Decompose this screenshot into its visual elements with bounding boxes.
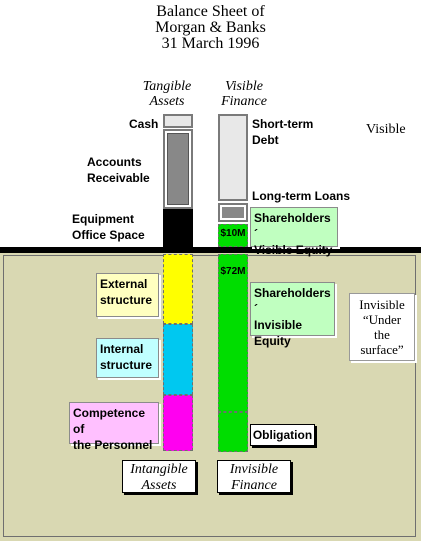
competence-label-line-2: the Personnel	[73, 438, 153, 452]
visible-equity-label: Shareholders´ Visible Equity	[250, 207, 338, 257]
internal-structure-bar	[163, 324, 193, 395]
invisible-equity-bar	[218, 254, 248, 412]
cash-label: Cash	[129, 117, 159, 131]
invisible-label-line-4: surface”	[360, 342, 404, 357]
visible-finance-header-line-1: Visible	[225, 79, 263, 94]
internal-label-line-2: structure	[100, 358, 153, 372]
intangible-assets-footer: Intangible Assets	[122, 460, 196, 493]
internal-structure-label: Internal structure	[96, 338, 159, 378]
external-label-line-1: External	[100, 277, 148, 291]
receivable-inner	[167, 133, 189, 205]
visible-zone-label: Visible	[366, 122, 406, 137]
surface-line	[0, 247, 421, 253]
receivable-label-line-1: Accounts	[87, 155, 142, 169]
visible-equity-box	[218, 224, 248, 247]
receivable-label-line-2: Receivable	[87, 171, 150, 185]
cash-box	[163, 114, 193, 128]
visible-equity-label-line-2: Visible Equity	[254, 243, 333, 257]
intangible-footer-line-2: Assets	[141, 478, 177, 493]
intangible-footer-line-1: Intangible	[130, 462, 188, 477]
long-term-inner	[222, 207, 244, 218]
invisible-equity-label-line-2: Invisible	[254, 318, 303, 332]
tangible-assets-header: Tangible Assets	[130, 79, 204, 109]
invisible-zone-label: Invisible “Under the surface”	[349, 293, 415, 361]
equipment-label-line-2: Office Space	[72, 228, 145, 242]
visible-equity-label-line-1: Shareholders´	[254, 211, 331, 241]
visible-equity-value: $10M	[220, 228, 246, 239]
obligation-label: Obligation	[250, 424, 315, 446]
tangible-header-line-2: Assets	[149, 94, 185, 109]
short-term-label-line-2: Debt	[252, 133, 279, 147]
invisible-equity-label: Shareholders´ Invisible Equity	[250, 282, 335, 348]
internal-label-line-1: Internal	[100, 342, 144, 356]
equipment-label-line-1: Equipment	[72, 212, 134, 226]
invisible-equity-label-line-3: Equity	[254, 334, 291, 348]
invisible-label-line-1: Invisible	[359, 297, 405, 312]
equipment-label: Equipment Office Space	[72, 211, 145, 243]
competence-bar	[163, 395, 193, 451]
equipment-box	[163, 209, 193, 249]
obligation-bar	[218, 412, 248, 452]
invisible-zone-frame	[3, 255, 416, 537]
receivable-label: Accounts Receivable	[87, 154, 150, 186]
short-term-debt-label: Short-term Debt	[252, 116, 313, 148]
invisible-finance-footer: Invisible Finance	[217, 460, 291, 493]
tangible-header-line-1: Tangible	[142, 79, 192, 94]
short-term-label-line-1: Short-term	[252, 117, 314, 131]
long-term-loans-label: Long-term Loans	[252, 189, 350, 203]
invisible-finance-footer-line-1: Invisible	[229, 462, 279, 477]
external-structure-bar	[163, 254, 193, 324]
external-structure-label: External structure	[96, 273, 159, 317]
invisible-equity-value: $72M	[220, 266, 246, 277]
title-line-3: 31 March 1996	[161, 35, 260, 52]
invisible-equity-label-line-1: Shareholders´	[254, 286, 331, 316]
title-line-2: Morgan & Banks	[155, 19, 266, 36]
visible-finance-header: Visible Finance	[208, 79, 280, 109]
competence-label: Competence of the Personnel	[69, 402, 159, 452]
short-term-debt-box	[218, 114, 248, 201]
invisible-finance-footer-line-2: Finance	[231, 478, 277, 493]
invisible-label-line-2: “Under	[362, 312, 402, 327]
visible-finance-header-line-2: Finance	[221, 94, 267, 109]
external-label-line-2: structure	[100, 293, 153, 307]
competence-label-line-1: Competence of	[73, 406, 146, 436]
title-line-1: Balance Sheet of	[156, 3, 265, 20]
invisible-label-line-3: the	[374, 327, 390, 342]
